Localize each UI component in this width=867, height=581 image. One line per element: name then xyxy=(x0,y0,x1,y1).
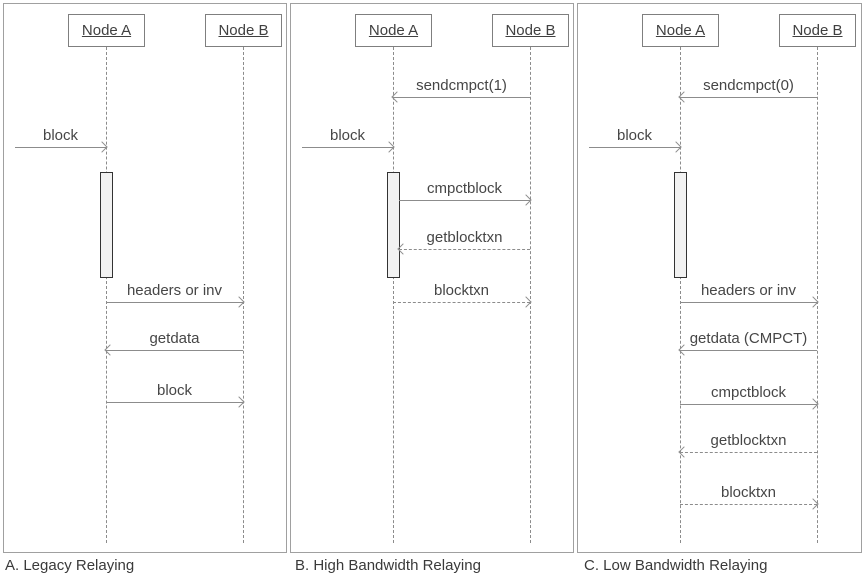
node-a-activation-bar xyxy=(674,172,687,278)
message-label: block xyxy=(156,382,193,399)
message-line xyxy=(106,402,243,403)
message-line xyxy=(589,147,680,148)
message-line xyxy=(106,350,243,351)
node-a-lifeline xyxy=(680,47,681,543)
node-a-lifeline xyxy=(393,47,394,543)
node-a-activation-bar xyxy=(100,172,113,278)
message-line xyxy=(302,147,393,148)
node-a-box: Node A xyxy=(355,14,432,47)
message-line xyxy=(399,200,530,201)
message-label: sendcmpct(1) xyxy=(416,77,507,94)
message-label: getblocktxn xyxy=(426,229,503,246)
message-line xyxy=(680,404,817,405)
node-b-box: Node B xyxy=(779,14,856,47)
node-a-label: Node A xyxy=(81,22,132,39)
node-a-label: Node A xyxy=(655,22,706,39)
message-label: cmpctblock xyxy=(710,384,787,401)
message-label: block xyxy=(42,127,79,144)
caption-high-bandwidth-relaying: B. High Bandwidth Relaying xyxy=(295,557,481,574)
node-a-label: Node A xyxy=(368,22,419,39)
message-label: getblocktxn xyxy=(710,432,787,449)
node-b-lifeline xyxy=(243,47,244,543)
panel-high-bandwidth-relaying: Node A Node B sendcmpct(1) block cmpctbl… xyxy=(290,3,574,553)
message-line xyxy=(680,97,817,98)
node-b-box: Node B xyxy=(492,14,569,47)
node-a-lifeline xyxy=(106,47,107,543)
node-a-box: Node A xyxy=(642,14,719,47)
message-label: blocktxn xyxy=(720,484,777,501)
panel-legacy-relaying: Node A Node B block headers or inv getda… xyxy=(3,3,287,553)
caption-legacy-relaying: A. Legacy Relaying xyxy=(5,557,135,574)
message-label: headers or inv xyxy=(126,282,223,299)
message-label: block xyxy=(616,127,653,144)
message-label: headers or inv xyxy=(700,282,797,299)
message-line xyxy=(106,302,243,303)
node-b-lifeline xyxy=(530,47,531,543)
panel-low-bandwidth-relaying: Node A Node B sendcmpct(0) block headers… xyxy=(577,3,862,553)
message-line xyxy=(15,147,106,148)
message-label: getdata xyxy=(149,330,200,347)
message-line xyxy=(680,350,817,351)
node-a-activation-bar xyxy=(387,172,400,278)
message-label: block xyxy=(329,127,366,144)
message-label: cmpctblock xyxy=(426,180,503,197)
message-line xyxy=(393,97,530,98)
node-b-label: Node B xyxy=(505,22,556,39)
message-line xyxy=(399,249,530,250)
message-label: sendcmpct(0) xyxy=(703,77,794,94)
node-b-lifeline xyxy=(817,47,818,543)
message-line xyxy=(680,452,817,453)
message-label: blocktxn xyxy=(433,282,490,299)
node-a-box: Node A xyxy=(68,14,145,47)
message-line xyxy=(680,504,817,505)
message-label: getdata (CMPCT) xyxy=(689,330,808,347)
message-line xyxy=(680,302,817,303)
node-b-box: Node B xyxy=(205,14,282,47)
caption-low-bandwidth-relaying: C. Low Bandwidth Relaying xyxy=(584,557,768,574)
node-b-label: Node B xyxy=(792,22,843,39)
message-line xyxy=(393,302,530,303)
node-b-label: Node B xyxy=(218,22,269,39)
